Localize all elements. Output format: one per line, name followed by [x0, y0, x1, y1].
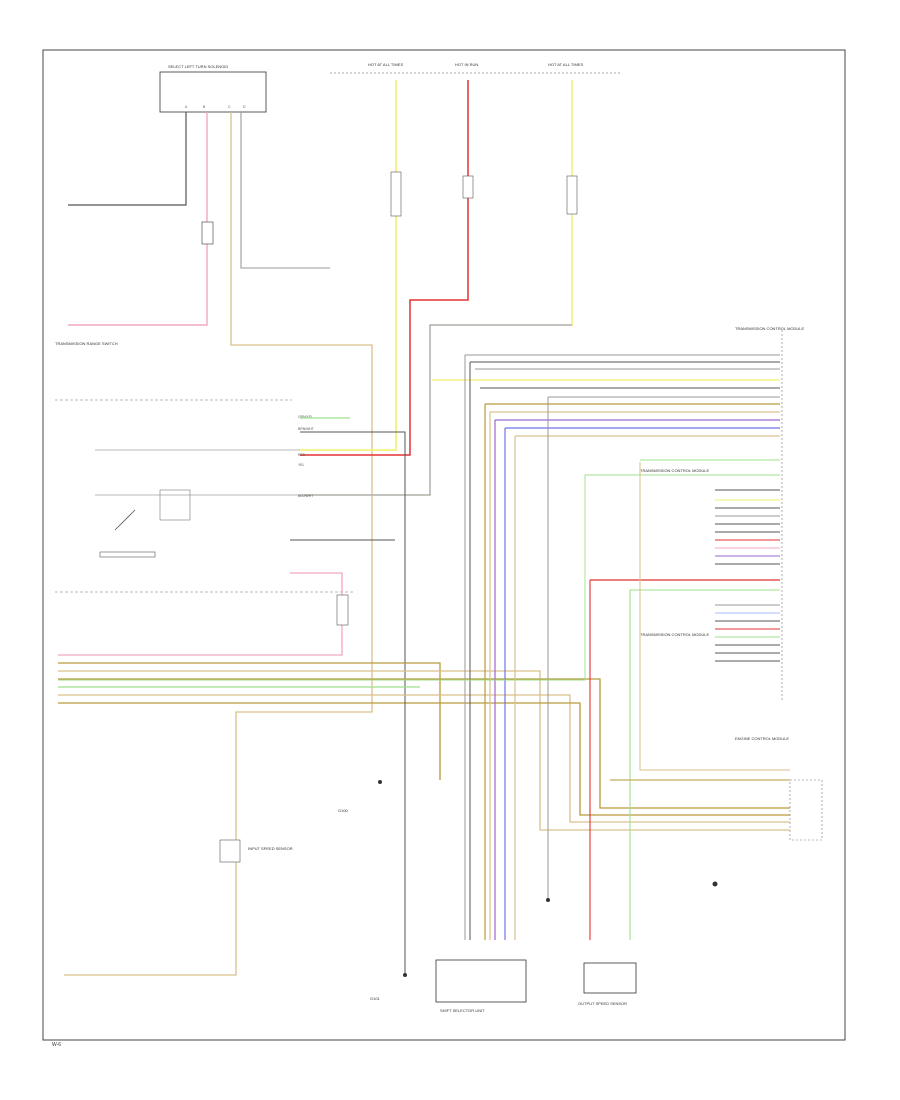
- switch-bar: [99, 551, 156, 558]
- wire-red-1: [300, 80, 469, 456]
- pin-c: C: [228, 105, 231, 109]
- wire-tan-h2: [58, 670, 790, 831]
- range-switch-label: TRANSMISSION RANGE SWITCH: [55, 341, 118, 346]
- fuse-3-label: HOT AT ALL TIMES: [548, 62, 583, 67]
- wire-brown-h6: [58, 702, 790, 816]
- splice-lower: [336, 594, 349, 626]
- wire-brown-h1: [58, 662, 441, 780]
- ground-mid-icon: [546, 898, 550, 902]
- switch-element: [159, 489, 191, 521]
- speed-sensor-label: INPUT SPEED SENSOR: [248, 846, 293, 851]
- tcm-top-label: TRANSMISSION CONTROL MODULE: [735, 326, 805, 331]
- wire-pink-1: [68, 112, 208, 326]
- tcm-mid-label: TRANSMISSION CONTROL MODULE: [640, 468, 710, 473]
- wire-black-1: [68, 112, 187, 206]
- wire-green-long: [58, 474, 780, 681]
- page-footer: W-6: [52, 1042, 62, 1048]
- switch-pin-red: RED: [298, 453, 306, 457]
- pin-d: D: [243, 105, 246, 109]
- fuse-1-box: [390, 171, 402, 217]
- wire-tan-ecm: [639, 462, 790, 771]
- fuse-2-label: HOT IN RUN: [455, 62, 478, 67]
- switch-pin-brown: BRN/WHT: [298, 427, 314, 431]
- fuse-2-box: [462, 175, 474, 199]
- ground-1-label: G100: [338, 808, 349, 813]
- wire-blue-1: [300, 324, 572, 496]
- selector-unit-box: [435, 959, 527, 1003]
- switch-pin-yellow: YEL: [298, 463, 305, 467]
- switch-arm: [114, 509, 136, 531]
- wire-gray-1: [240, 112, 330, 269]
- switch-pin-blue: BLU/WHT: [298, 494, 313, 498]
- pin-b: B: [203, 105, 206, 109]
- wire-yellow-1: [300, 80, 397, 451]
- shift-module-label: SELECT LEFT TURN SOLENOID: [168, 64, 228, 69]
- ground-2-label: G101: [370, 996, 381, 1001]
- output-sensor-box: [583, 962, 637, 994]
- wire-tan-h5: [58, 694, 790, 823]
- ground-2-icon: [403, 973, 407, 977]
- wire-brown-h3: [58, 678, 790, 809]
- wire-yellow-2: [300, 80, 573, 496]
- tcm-connector-top: [432, 354, 780, 437]
- fuse-1-label: HOT AT ALL TIMES: [368, 62, 403, 67]
- wire-black-2: [300, 431, 406, 700]
- ecm-label: ENGINE CONTROL MODULE: [735, 736, 789, 741]
- fuse-3-box: [566, 175, 578, 215]
- output-sensor-label: OUTPUT SPEED SENSOR: [578, 1001, 627, 1006]
- switch-pin-green: GRN/YEL: [298, 415, 313, 419]
- ecm-connector: [789, 779, 823, 841]
- shift-module-box: [159, 71, 267, 113]
- diagram-frame: [42, 49, 846, 1041]
- ground-right-icon: [712, 881, 718, 887]
- speed-sensor-box: [219, 839, 241, 863]
- tcm-connector-low: [715, 604, 780, 662]
- pin-a: A: [185, 105, 188, 109]
- wire-pink-2: [58, 572, 343, 656]
- tcm-connector-mid: [590, 459, 780, 591]
- tcm-low-label: TRANSMISSION CONTROL MODULE: [640, 632, 710, 637]
- selector-unit-label: SHIFT SELECTOR UNIT: [440, 1008, 485, 1013]
- wire-tan-1: [64, 112, 373, 976]
- splice-pink: [201, 221, 214, 245]
- ground-1-icon: [378, 780, 382, 784]
